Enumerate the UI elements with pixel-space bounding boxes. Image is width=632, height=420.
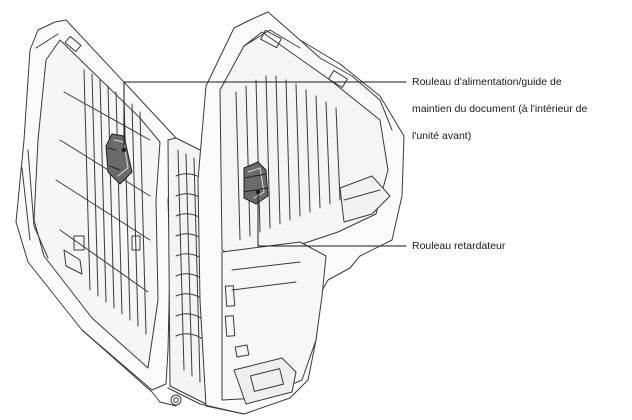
leader-line-retard-roller xyxy=(257,193,407,247)
callout-feed-roller-line-1: Rouleau d'alimentation/guide de xyxy=(412,76,562,88)
callout-feed-roller: Rouleau d'alimentation/guide de maintien… xyxy=(412,76,628,157)
main-unit xyxy=(167,11,405,415)
leader-dot-retard-roller xyxy=(255,189,261,195)
callout-retard-roller: Rouleau retardateur xyxy=(412,240,628,253)
callout-feed-roller-line-2: maintien du document (à l'intérieur de xyxy=(412,103,588,115)
leader-dot-feed-roller xyxy=(121,147,127,153)
callout-retard-roller-line-1: Rouleau retardateur xyxy=(412,240,506,252)
callout-feed-roller-line-3: l'unité avant) xyxy=(412,130,472,142)
front-unit-cover xyxy=(15,19,177,407)
leader-line-feed-roller xyxy=(123,81,407,149)
leader-lines xyxy=(121,81,407,247)
retard-roller xyxy=(243,161,269,205)
